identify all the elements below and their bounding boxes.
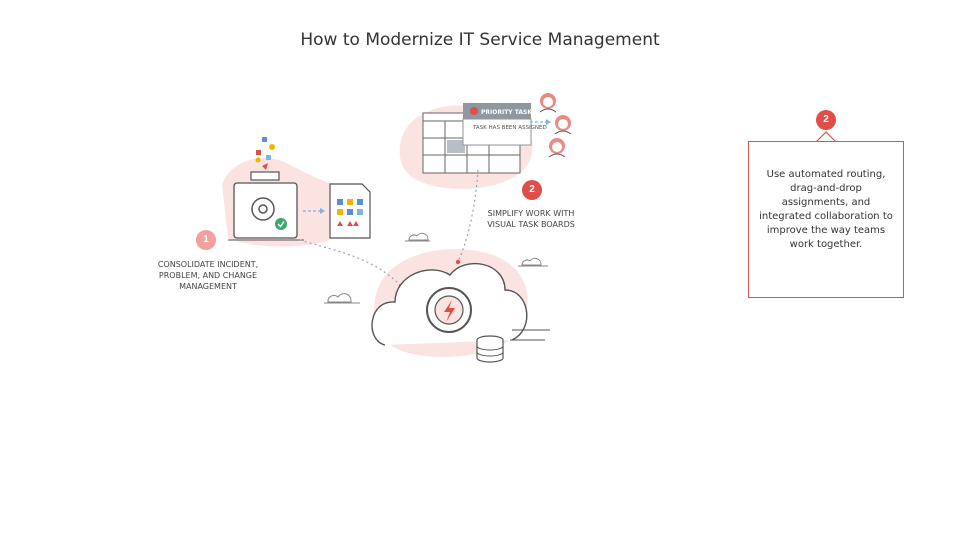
connector-left <box>299 239 401 286</box>
callout-text: Use automated routing, drag-and-drop ass… <box>759 169 893 250</box>
page-title: How to Modernize IT Service Management <box>300 30 660 50</box>
avatar-icons <box>539 93 572 158</box>
callout-box: Use automated routing, drag-and-drop ass… <box>748 141 904 298</box>
task-assigned-label: TASK HAS BEEN ASSIGNED <box>472 125 547 131</box>
document-icon <box>329 183 371 239</box>
priority-task-card: PRIORITY TASK TASK HAS BEEN ASSIGNED <box>462 103 547 146</box>
cloud-small-icon <box>327 293 352 303</box>
step-2-badge: 2 <box>522 180 542 200</box>
server-box-icon <box>233 171 298 239</box>
step-1-label: CONSOLIDATE INCIDENT, PROBLEM, AND CHANG… <box>157 260 259 291</box>
cloud-service-icon <box>371 262 550 363</box>
cloud-small-icon <box>521 257 542 266</box>
step-2-label: SIMPLIFY WORK WITH VISUAL TASK BOARDS <box>487 209 575 229</box>
step-1-badge: 1 <box>196 230 216 250</box>
connector-top <box>457 169 479 263</box>
cloud-small-icon <box>408 232 429 241</box>
confetti-shapes <box>255 137 275 170</box>
callout-badge: 2 <box>823 114 829 125</box>
priority-task-label: PRIORITY TASK <box>481 109 532 116</box>
